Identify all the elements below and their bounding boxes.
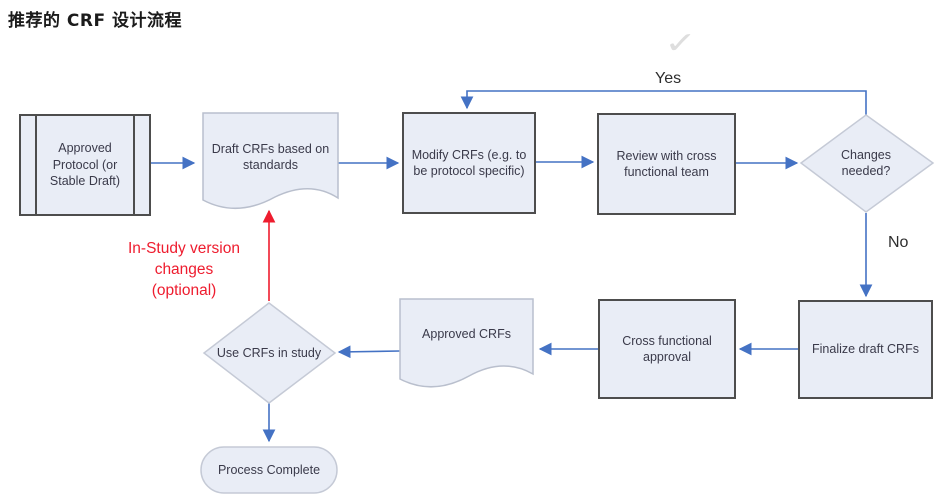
node-process-complete bbox=[200, 446, 338, 494]
node-approved-crfs bbox=[399, 298, 534, 388]
node-cross-approval bbox=[598, 299, 736, 399]
edge-approved-to-use bbox=[337, 345, 401, 359]
node-use-crfs bbox=[202, 302, 337, 404]
checkmark-watermark-icon: ✓ bbox=[664, 27, 697, 60]
instudy-annotation-line: changes bbox=[154, 260, 214, 278]
instudy-annotation-line: In-Study version bbox=[128, 240, 240, 257]
node-approved-protocol bbox=[19, 114, 151, 216]
node-finalize-draft bbox=[798, 300, 933, 399]
page-title: 推荐的 CRF 设计流程 bbox=[8, 11, 183, 31]
node-modify-crfs bbox=[402, 112, 536, 214]
edge-label-no: No bbox=[888, 234, 909, 251]
instudy-annotation-line: (optional) bbox=[151, 281, 217, 299]
node-review-team bbox=[597, 113, 736, 215]
node-changes-needed bbox=[799, 114, 935, 213]
edge-label-yes: Yes bbox=[655, 70, 682, 87]
node-draft-crfs bbox=[202, 112, 339, 210]
edge-yes-loop bbox=[460, 90, 867, 115]
instudy-annotation: In-Study version changes (optional) bbox=[100, 239, 268, 302]
